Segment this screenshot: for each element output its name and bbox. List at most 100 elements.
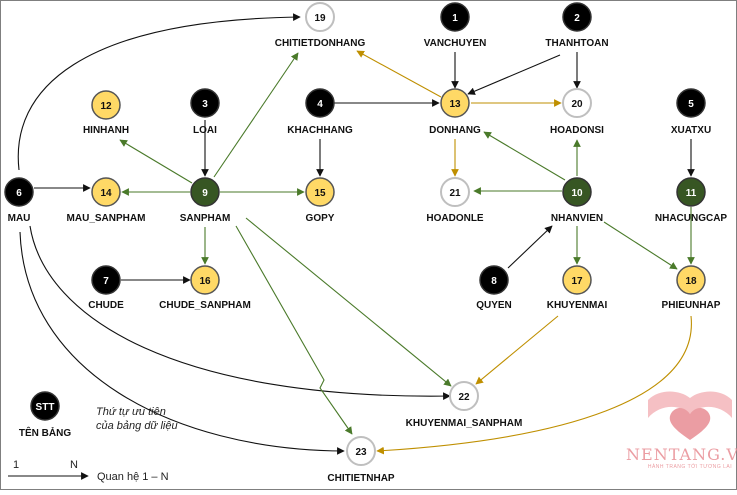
node-number: 5 xyxy=(688,99,694,110)
node-number: 13 xyxy=(449,99,461,110)
node-number: 10 xyxy=(571,188,583,199)
node-label: CHITIETDONHANG xyxy=(275,38,366,49)
node-label: CHITIETNHAP xyxy=(327,473,395,484)
node-number: 17 xyxy=(571,276,583,287)
node-label: LOAI xyxy=(193,125,217,136)
edge-13-19 xyxy=(356,50,442,98)
node-circle xyxy=(676,265,706,295)
node-circle xyxy=(91,265,121,295)
table-nodes: 1VANCHUYEN2THANHTOAN3LOAI4KHACHHANG5XUAT… xyxy=(4,2,728,484)
edge-10-13 xyxy=(483,131,566,181)
edge-2-13 xyxy=(467,54,561,95)
node-circle xyxy=(449,381,479,411)
node-label: DONHANG xyxy=(429,125,481,136)
node-label: VANCHUYEN xyxy=(424,38,487,49)
node-label: NHACUNGCAP xyxy=(655,213,728,224)
node-number: 19 xyxy=(314,13,326,24)
node-circle xyxy=(346,436,376,466)
node-number: 11 xyxy=(686,188,697,199)
node-label: THANHTOAN xyxy=(545,38,608,49)
node-circle xyxy=(190,177,220,207)
legend-node-label: TÊN BẢNG xyxy=(19,426,71,439)
watermark-brand: NENTANG.VN xyxy=(626,445,737,464)
node-label: HOADONLE xyxy=(426,213,484,224)
node-number: 16 xyxy=(199,276,211,287)
node-number: 3 xyxy=(202,99,208,110)
node-circle xyxy=(562,265,592,295)
node-label: PHIEUNHAP xyxy=(662,300,721,311)
node-circle xyxy=(479,265,509,295)
edge-6-22 xyxy=(29,225,451,400)
nentang-watermark: NENTANG.VN HÀNH TRANG TỚI TƯƠNG LAI xyxy=(626,391,737,470)
legend-relation-label: Quan hệ 1 – N xyxy=(97,471,169,483)
node-label: MAU_SANPHAM xyxy=(67,213,146,224)
book-heart-logo xyxy=(648,391,732,440)
node-number: 15 xyxy=(314,188,326,199)
node-circle xyxy=(190,265,220,295)
edge-17-22 xyxy=(475,315,559,385)
node-label: KHUYENMAI xyxy=(547,300,608,311)
node-circle xyxy=(676,177,706,207)
node-number: 22 xyxy=(458,392,470,403)
node-label: SANPHAM xyxy=(180,213,231,224)
node-label: QUYEN xyxy=(476,300,512,311)
node-number: 1 xyxy=(452,13,458,24)
node-circle xyxy=(91,90,121,120)
node-number: 18 xyxy=(685,276,697,287)
node-circle xyxy=(440,2,470,32)
edge-18-23 xyxy=(376,315,692,455)
node-circle xyxy=(440,88,470,118)
relationship-edges xyxy=(17,13,695,455)
node-number: 4 xyxy=(317,99,323,110)
watermark-tagline: HÀNH TRANG TỚI TƯƠNG LAI xyxy=(648,463,732,470)
node-number: 7 xyxy=(103,276,109,287)
node-number: 23 xyxy=(355,447,367,458)
edge-6-23 xyxy=(19,231,345,455)
node-circle xyxy=(4,177,34,207)
node-circle xyxy=(305,177,335,207)
node-label: HOADONSI xyxy=(550,125,604,136)
node-circle xyxy=(305,88,335,118)
node-label: KHUYENMAI_SANPHAM xyxy=(406,418,523,429)
node-label: NHANVIEN xyxy=(551,213,603,224)
node-circle xyxy=(190,88,220,118)
legend-one-label: 1 xyxy=(13,459,19,471)
node-number: 20 xyxy=(571,99,583,110)
node-number: 8 xyxy=(491,276,497,287)
node-number: 12 xyxy=(100,101,112,112)
node-circle xyxy=(562,2,592,32)
legend-n-label: N xyxy=(70,459,78,471)
legend-priority-note-line2: của bảng dữ liệu xyxy=(96,420,178,432)
node-label: XUATXU xyxy=(671,125,711,136)
node-number: 21 xyxy=(449,188,461,199)
node-label: CHUDE_SANPHAM xyxy=(159,300,251,311)
node-number: 9 xyxy=(202,188,208,199)
node-label: HINHANH xyxy=(83,125,129,136)
legend-node-text: STT xyxy=(36,402,55,413)
node-label: KHACHHANG xyxy=(287,125,353,136)
node-circle xyxy=(305,2,335,32)
edge-8-10 xyxy=(507,225,553,269)
